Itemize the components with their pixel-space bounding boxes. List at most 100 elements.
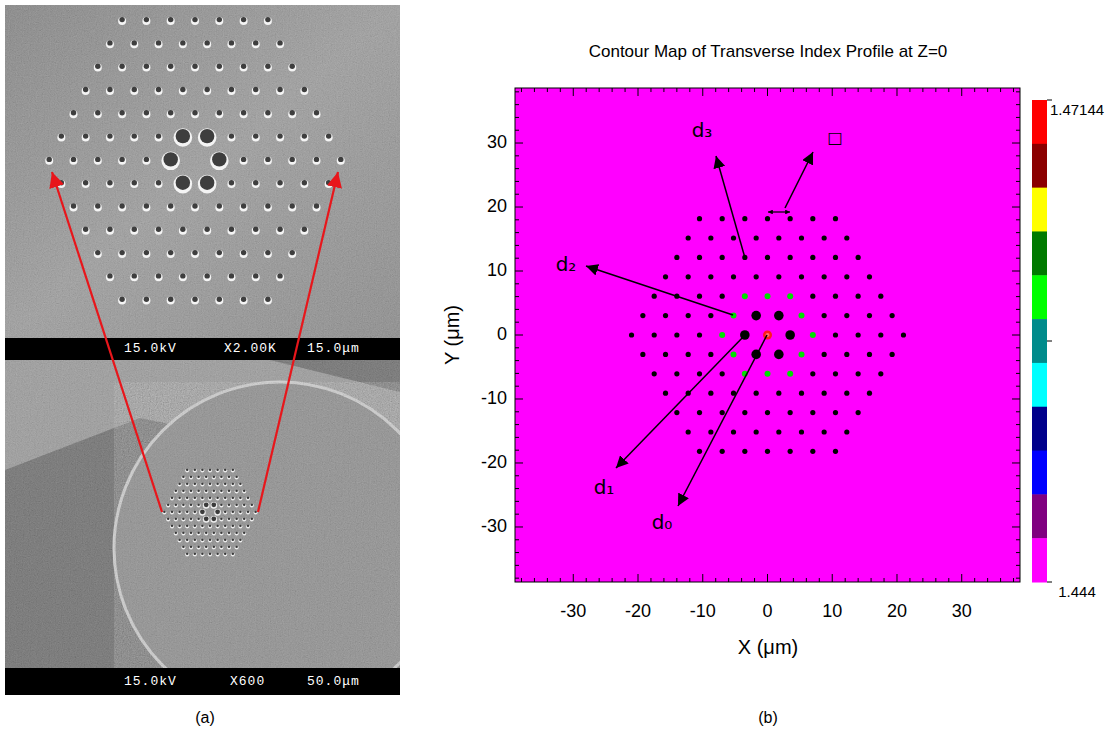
- axis-tick: [858, 578, 859, 582]
- panel-label: (a): [195, 709, 215, 727]
- air-hole: [95, 110, 100, 115]
- air-hole-rim: [300, 180, 308, 188]
- air-hole: [119, 63, 124, 68]
- air-hole-rim: [179, 273, 187, 281]
- axis-tick: [1013, 88, 1014, 92]
- air-hole: [220, 504, 223, 507]
- air-hole: [844, 429, 849, 434]
- tick-label: 30: [952, 602, 972, 622]
- axis-tick: [909, 578, 910, 582]
- axis-tick: [728, 88, 729, 92]
- air-hole-rim: [252, 273, 260, 281]
- air-hole: [201, 525, 204, 528]
- air-hole: [95, 250, 100, 255]
- axis-tick: [515, 488, 519, 489]
- air-hole: [144, 110, 149, 115]
- air-hole: [190, 476, 193, 479]
- air-hole: [856, 332, 861, 337]
- air-hole: [302, 180, 307, 185]
- air-hole: [200, 175, 214, 189]
- axis-tick: [1016, 309, 1020, 310]
- air-hole-rim: [189, 503, 193, 507]
- air-hole: [799, 391, 804, 396]
- air-hole-rim: [174, 517, 178, 521]
- axis-tick: [1016, 91, 1020, 92]
- air-hole-rim: [227, 517, 231, 521]
- axis-tick: [1016, 360, 1020, 361]
- air-hole: [890, 352, 895, 357]
- air-hole-rim: [200, 468, 204, 472]
- air-hole: [144, 203, 149, 208]
- air-hole-rim: [240, 250, 248, 258]
- air-hole: [186, 525, 189, 528]
- air-hole-rim: [264, 250, 272, 258]
- air-hole: [720, 294, 725, 299]
- air-hole-rim: [288, 64, 296, 72]
- air-hole-rim: [227, 475, 231, 479]
- air-hole-rim: [167, 64, 175, 72]
- air-hole: [217, 296, 222, 301]
- axis-tick: [515, 398, 523, 399]
- air-hole-rim: [227, 227, 235, 235]
- air-hole: [289, 63, 294, 68]
- air-hole-rim: [166, 503, 170, 507]
- air-hole-rim: [212, 545, 216, 549]
- air-hole-rim: [216, 468, 220, 472]
- air-hole-rim: [219, 545, 223, 549]
- air-hole-rim: [191, 64, 199, 72]
- axis-tick: [515, 283, 519, 284]
- air-hole: [788, 449, 793, 454]
- air-hole: [697, 410, 702, 415]
- air-hole: [241, 296, 246, 301]
- axis-tick: [948, 578, 949, 582]
- air-hole-rim: [193, 524, 197, 528]
- air-hole: [265, 250, 270, 255]
- air-hole-rim: [264, 17, 272, 25]
- air-hole-rim: [204, 489, 208, 493]
- air-hole: [788, 216, 793, 221]
- air-hole: [204, 502, 209, 507]
- air-hole: [107, 40, 112, 45]
- diameter-label: d₀: [652, 511, 673, 533]
- air-hole: [239, 539, 242, 542]
- air-hole: [799, 274, 804, 279]
- air-hole-rim: [246, 496, 250, 500]
- air-hole: [192, 203, 197, 208]
- doped-rod: [742, 293, 748, 299]
- air-hole-rim: [118, 17, 126, 25]
- air-hole: [168, 110, 173, 115]
- air-hole: [46, 157, 51, 162]
- axis-tick: [1016, 296, 1020, 297]
- air-hole: [788, 255, 793, 260]
- air-hole-rim: [223, 510, 227, 514]
- air-hole: [201, 553, 204, 556]
- air-hole: [217, 250, 222, 255]
- air-hole: [220, 476, 223, 479]
- air-hole-rim: [252, 134, 260, 142]
- axis-tick: [1016, 219, 1020, 220]
- air-hole: [204, 87, 209, 92]
- air-hole-rim: [142, 17, 150, 25]
- air-hole: [107, 273, 112, 278]
- air-hole: [224, 511, 227, 514]
- air-hole-rim: [181, 503, 185, 507]
- air-hole-rim: [325, 134, 333, 142]
- axis-tick: [515, 258, 519, 259]
- axis-tick: [909, 88, 910, 92]
- axis-title: Y (μm): [441, 305, 463, 365]
- air-hole: [697, 449, 702, 454]
- air-hole-rim: [118, 157, 126, 165]
- air-hole: [178, 497, 181, 500]
- air-hole-rim: [276, 134, 284, 142]
- air-hole-rim: [227, 134, 235, 142]
- tick-label: 10: [487, 261, 507, 281]
- air-hole-rim: [82, 180, 90, 188]
- air-hole: [253, 40, 258, 45]
- air-hole-rim: [223, 538, 227, 542]
- air-hole-rim: [179, 40, 187, 48]
- axis-tick: [1016, 104, 1020, 105]
- air-hole-rim: [155, 180, 163, 188]
- air-hole-rim: [264, 64, 272, 72]
- air-hole: [168, 250, 173, 255]
- air-hole: [144, 296, 149, 301]
